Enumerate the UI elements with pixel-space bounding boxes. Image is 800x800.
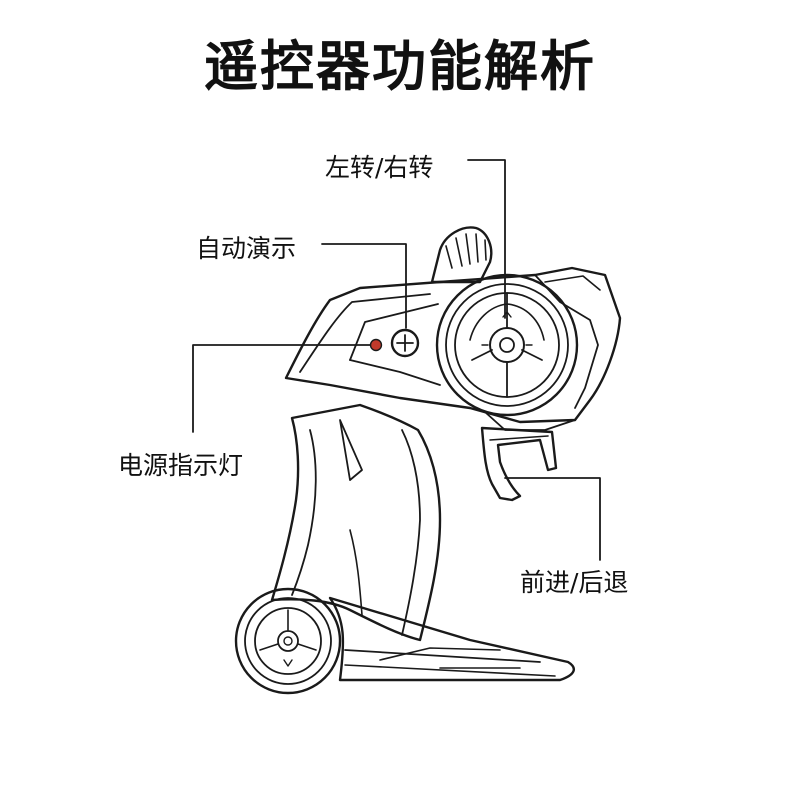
controller-base xyxy=(330,598,574,680)
throttle-trigger xyxy=(482,428,556,500)
power-indicator-led xyxy=(371,340,382,351)
antenna-knob xyxy=(432,227,491,282)
throttle-leader xyxy=(505,478,600,560)
leader-lines xyxy=(193,160,600,560)
steering-wheel xyxy=(437,275,577,415)
controller-body xyxy=(286,268,620,430)
auto-demo-button xyxy=(392,330,418,356)
base-wheel xyxy=(236,589,340,693)
